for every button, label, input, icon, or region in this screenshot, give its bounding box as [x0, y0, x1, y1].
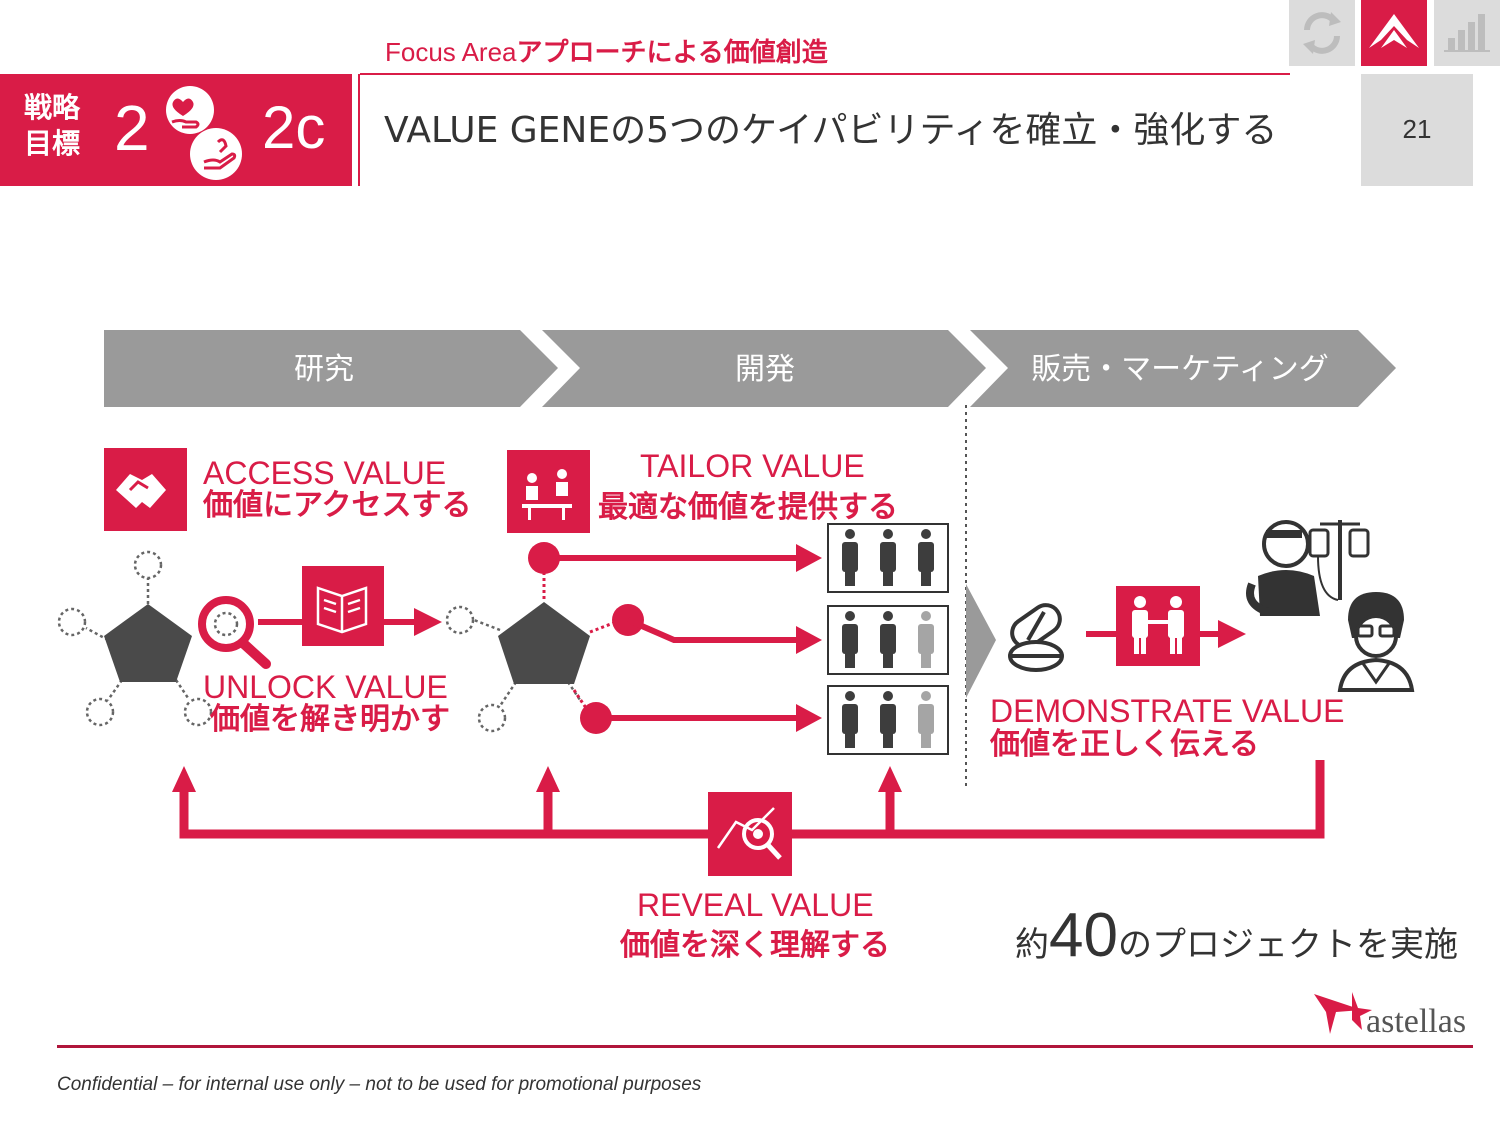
goal-subnumber: 2c: [262, 94, 326, 161]
astellas-star-logo: [1314, 992, 1372, 1034]
focus-area-en: Focus Area: [385, 37, 517, 67]
stage-label-research: 研究: [294, 352, 354, 387]
stage-research-chevron: [104, 330, 558, 407]
demonstrate-value-en: DEMONSTRATE VALUE: [990, 693, 1345, 729]
projects-count: 40: [1049, 901, 1118, 970]
open-book-icon: [316, 586, 368, 634]
strategic-goal-box: 戦略 目標 2 2c: [0, 74, 352, 186]
goal-label-line2: 目標: [24, 127, 81, 160]
reveal-box: [708, 792, 792, 876]
access-value-ja: 価値にアクセスする: [203, 488, 472, 523]
stage-marketing-chevron: [970, 330, 1396, 407]
left-pentagon-cluster: [57, 550, 213, 727]
projects-summary: 約40のプロジェクトを実施: [1015, 900, 1458, 971]
bar-chart-button[interactable]: [1434, 0, 1500, 66]
magnifier-icon: [198, 596, 271, 669]
people-icons: [842, 529, 934, 748]
stage-label-marketing: 販売・マーケティング: [1031, 352, 1329, 387]
doctor-icon: [1337, 592, 1415, 692]
unlock-value-ja: 価値を解き明かす: [210, 702, 450, 737]
demonstrate-box: [1116, 586, 1200, 666]
bar-chart-icon: [1444, 14, 1490, 52]
middle-pentagon-cluster: [445, 602, 590, 733]
care-hands-icon: [166, 86, 242, 180]
handshake-icon: [116, 474, 166, 508]
cycle-icon: [1303, 12, 1341, 54]
unlock-value-en: UNLOCK VALUE: [203, 669, 448, 705]
astellas-mountain-button[interactable]: [1361, 0, 1427, 66]
astellas-mountain-icon: [1369, 14, 1419, 48]
page-title: VALUE GENEの5つのケイパビリティを確立・強化する: [384, 110, 1278, 151]
doctor-patient-icon: [1132, 596, 1184, 654]
title-divider: [358, 74, 360, 186]
focus-area-ja: アプローチによる価値創造: [516, 38, 828, 68]
astellas-logo-text: astellas: [1366, 1003, 1467, 1040]
footer-divider: [57, 1045, 1473, 1048]
tailor-branches: [528, 542, 822, 734]
consultation-icon: [522, 469, 572, 520]
cycle-icon-button[interactable]: [1289, 0, 1355, 66]
goal-label: 戦略 目標: [24, 90, 104, 162]
patient-iv-icon: [1246, 520, 1370, 616]
tailor-value-ja: 最適な価値を提供する: [598, 490, 898, 525]
goal-number: 2: [114, 92, 150, 164]
reveal-value-en: REVEAL VALUE: [637, 887, 874, 923]
stage-development-chevron: [542, 330, 986, 407]
tailor-value-en: TAILOR VALUE: [640, 448, 865, 484]
header-divider: [360, 73, 1290, 75]
projects-prefix: 約: [1015, 925, 1049, 965]
page-number-box: 21: [1361, 74, 1473, 186]
tailor-box: [507, 450, 590, 533]
focus-area-heading: Focus Areaアプローチによる価値創造: [385, 35, 828, 70]
access-value-en: ACCESS VALUE: [203, 455, 447, 491]
demonstrate-value-ja: 価値を正しく伝える: [990, 727, 1260, 762]
reveal-value-ja: 価値を深く理解する: [620, 928, 890, 963]
marketing-entry-chevron: [966, 584, 996, 698]
pills-icon: [1008, 603, 1064, 672]
projects-suffix: のプロジェクトを実施: [1117, 925, 1458, 965]
data-search-icon: [716, 807, 782, 860]
stage-chevrons: [104, 330, 1396, 407]
value-gene-diagram: [57, 405, 1415, 876]
goal-label-line1: 戦略: [24, 91, 81, 124]
confidential-notice: Confidential – for internal use only – n…: [57, 1074, 702, 1095]
stage-label-development: 開発: [735, 352, 795, 387]
page-number: 21: [1402, 114, 1432, 144]
